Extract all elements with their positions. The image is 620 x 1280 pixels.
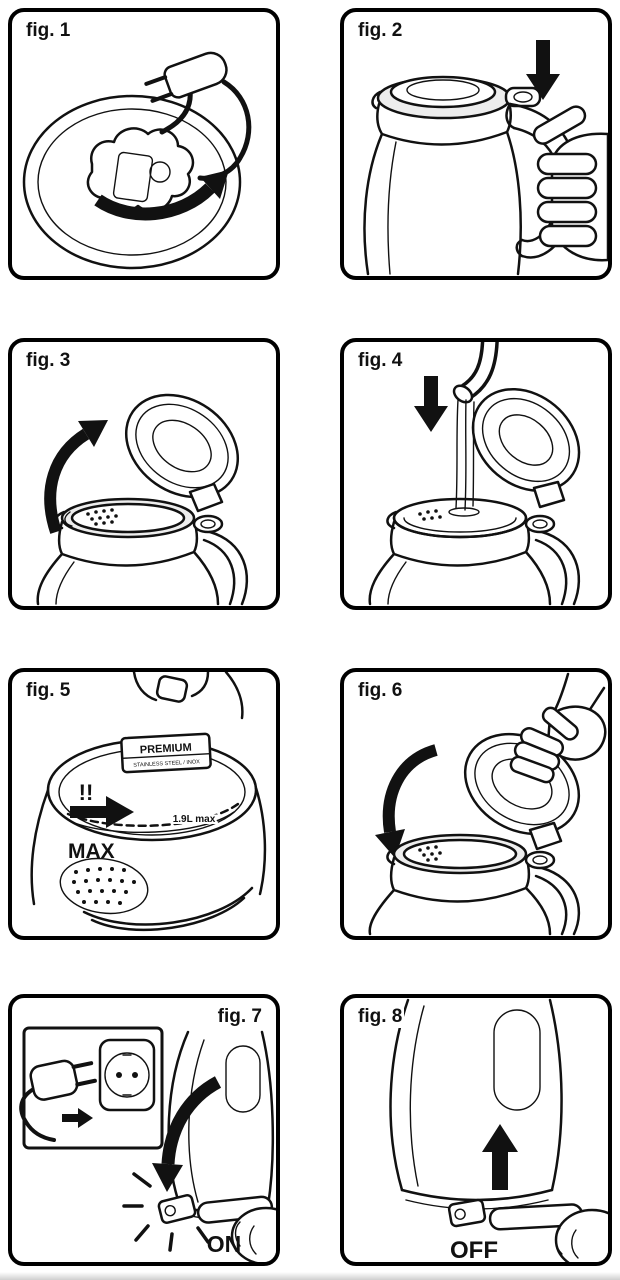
- closed-lid: [371, 75, 512, 120]
- figure-panel-3: fig. 3: [8, 338, 280, 610]
- max-level-illustration: PREMIUM STAINLESS STEEL / INOX 1.9L max …: [30, 672, 267, 932]
- figure-label: fig. 1: [24, 20, 73, 42]
- shine-lines: [122, 1172, 210, 1252]
- arrow-right-icon: [70, 796, 134, 828]
- kettle-handle: [534, 530, 581, 606]
- figure-label: fig. 3: [24, 350, 73, 372]
- filter-holes: [72, 867, 136, 905]
- max-label: MAX: [68, 840, 115, 863]
- cord-storage-illustration: [22, 51, 252, 270]
- switch-on-illustration: ON: [19, 1026, 276, 1262]
- wall-socket: [98, 1038, 156, 1112]
- switch-off-illustration: OFF: [389, 998, 608, 1262]
- badge-subtitle: STAINLESS STEEL / INOX: [133, 759, 200, 768]
- power-plug-icon: [29, 1059, 97, 1101]
- lid-release-button: [524, 850, 556, 870]
- arrow-up-icon: [482, 1124, 518, 1190]
- kettle-body: [36, 518, 220, 606]
- filter-holes: [418, 509, 442, 521]
- kettle-base-top-view: [22, 94, 242, 270]
- lid-hinge: [532, 480, 566, 509]
- power-switch: [157, 1194, 197, 1224]
- kettle-handle: [534, 866, 581, 936]
- figure-label: fig. 2: [356, 20, 405, 42]
- lid-hinge-top: [132, 672, 244, 720]
- figure-label: fig. 7: [215, 1006, 264, 1028]
- lid-release-button: [524, 514, 556, 534]
- page-bottom-shadow: [0, 1272, 620, 1280]
- water-stream: [448, 399, 480, 517]
- lid-hinge: [528, 821, 563, 851]
- figure-panel-4: fig. 4: [340, 338, 612, 610]
- filter-holes: [86, 508, 118, 526]
- kettle-body: [30, 786, 267, 932]
- figure-panel-8: fig. 8 OFF: [340, 994, 612, 1266]
- kettle-body: [389, 998, 563, 1210]
- fill-water-illustration: [368, 342, 581, 606]
- figure-label: fig. 4: [356, 350, 405, 372]
- plug-cord: [19, 1088, 56, 1142]
- level-label: 1.9L max: [173, 814, 216, 825]
- switch-state-label: OFF: [450, 1237, 498, 1262]
- curved-arrow-icon: [152, 1076, 222, 1192]
- curved-arrow-icon: [94, 170, 229, 221]
- arrow-down-icon: [414, 376, 448, 432]
- figure-label: fig. 8: [356, 1006, 405, 1028]
- figure-panel-6: fig. 6: [340, 668, 612, 940]
- kettle-body: [368, 518, 552, 606]
- kettle-opening: [386, 833, 528, 875]
- kettle-handle: [202, 530, 249, 606]
- handle-cutout: [493, 1009, 541, 1111]
- figure-label: fig. 6: [356, 680, 405, 702]
- gripping-hand: [532, 105, 608, 262]
- premium-badge: PREMIUM STAINLESS STEEL / INOX: [120, 732, 212, 774]
- arrow-right-small-icon: [62, 1108, 93, 1128]
- switch-state-label: ON: [207, 1231, 242, 1257]
- holding-hand: [509, 672, 607, 784]
- badge-title: PREMIUM: [140, 742, 193, 757]
- figure-panel-5: fig. 5 PREMIUM STAINLESS STEEL / INOX: [8, 668, 280, 940]
- max-fill-line: 1.9L max: [66, 802, 240, 834]
- open-lid: [124, 393, 240, 513]
- arrow-down-icon: [526, 40, 560, 100]
- curved-arrow-icon: [44, 420, 108, 534]
- alert-label: !!: [79, 780, 94, 805]
- close-lid-illustration: [363, 40, 608, 276]
- kettle-opening: [386, 497, 528, 539]
- kettle-opening: [54, 497, 196, 539]
- figure-label: fig. 5: [24, 680, 73, 702]
- kettle-body: [363, 100, 522, 276]
- pointing-hand: [488, 1203, 608, 1262]
- figure-panel-2: fig. 2: [340, 8, 612, 280]
- plug-inset: [19, 1026, 164, 1150]
- power-plug-icon: [144, 51, 228, 103]
- open-lid-illustration: [36, 393, 249, 606]
- figure-panel-7: fig. 7: [8, 994, 280, 1266]
- faucet: [452, 342, 499, 404]
- open-lid: [471, 387, 581, 509]
- kettle-body: [167, 1030, 275, 1221]
- lid-hinge: [188, 482, 224, 513]
- figure-panel-1: fig. 1: [8, 8, 280, 280]
- pointing-hand: [196, 1195, 276, 1262]
- closing-lid-illustration: [368, 672, 607, 936]
- filter-holes: [418, 845, 442, 862]
- handle-cutout: [225, 1045, 261, 1113]
- lid-release-button: [192, 514, 224, 534]
- power-switch: [447, 1198, 487, 1228]
